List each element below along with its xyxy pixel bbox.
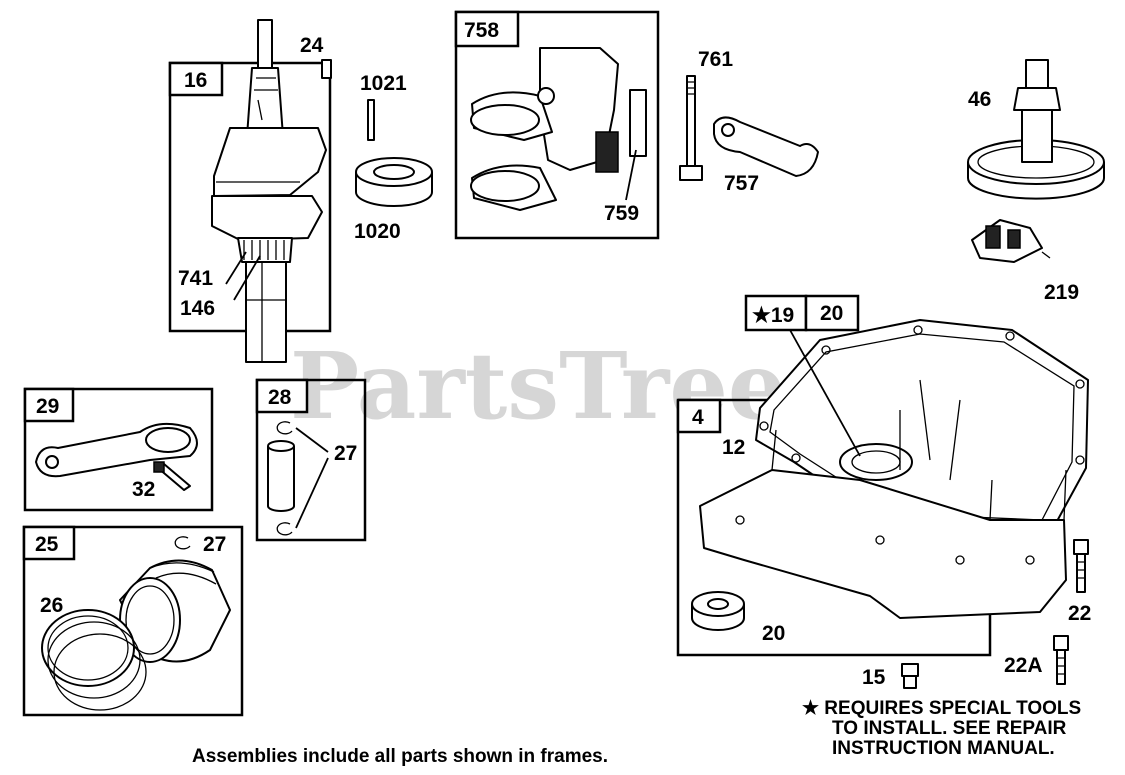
drain-plug-part-15[interactable] [901, 663, 919, 689]
assemblies-note: Assemblies include all parts shown in fr… [192, 746, 608, 767]
label-1021: 1021 [360, 72, 407, 95]
special-tools-note-line-3: INSTRUCTION MANUAL. [832, 738, 1055, 759]
frame-tag-4: 4 [692, 406, 704, 429]
label-46: 46 [968, 88, 991, 111]
label-757: 757 [724, 172, 759, 195]
label-32: 32 [132, 478, 155, 501]
crankcase-cover-part[interactable] [699, 379, 1067, 619]
label-22a: 22A [1004, 654, 1043, 677]
frame-tag-19: ★19 [752, 304, 794, 327]
gear-part-1020[interactable] [355, 157, 433, 207]
balancer-part[interactable] [470, 47, 619, 211]
pin-part-759[interactable] [629, 89, 647, 157]
special-tools-note-line-2: TO INSTALL. SEE REPAIR [832, 718, 1067, 739]
balancer-assembly-frame[interactable]: 758 [454, 10, 660, 240]
label-741: 741 [178, 267, 213, 290]
frame-tag-16: 16 [184, 69, 207, 92]
frame-tag-28: 28 [268, 386, 292, 409]
retainer-clip-lower[interactable] [276, 522, 293, 536]
link-part-757[interactable] [713, 116, 819, 177]
camshaft-part-46[interactable] [967, 59, 1105, 200]
label-759: 759 [604, 202, 639, 225]
label-27-piston: 27 [203, 533, 226, 556]
piston-pin-part[interactable] [267, 440, 295, 512]
label-12: 12 [722, 436, 745, 459]
crankshaft-part[interactable] [211, 19, 327, 363]
connecting-rod-assembly-frame[interactable]: 29 [23, 387, 214, 512]
frame-tag-29: 29 [36, 395, 59, 418]
label-146: 146 [180, 297, 215, 320]
crankcase-cover-frame[interactable]: 4 [676, 398, 992, 657]
retainer-clip-upper[interactable] [276, 421, 293, 435]
label-20: 20 [762, 622, 785, 645]
label-1020: 1020 [354, 220, 401, 243]
frame-tag-20: 20 [820, 302, 843, 325]
special-tool-tag[interactable]: ★19 20 [744, 294, 860, 332]
label-27-pin: 27 [334, 442, 357, 465]
connecting-rod-part[interactable] [35, 422, 198, 478]
label-22: 22 [1068, 602, 1091, 625]
label-761: 761 [698, 48, 733, 71]
label-15: 15 [862, 666, 886, 689]
bolt-part-32[interactable] [153, 461, 191, 491]
bolt-part-22[interactable] [1073, 539, 1089, 593]
key-part-24[interactable] [321, 59, 332, 79]
piston-rings-part-26[interactable] [41, 609, 147, 711]
piston-pin-assembly-frame[interactable]: 28 [255, 378, 367, 542]
piston-assembly-frame[interactable]: 25 [22, 525, 244, 717]
governor-part-219[interactable] [971, 219, 1051, 263]
oil-seal-part-20[interactable] [691, 591, 745, 631]
label-219: 219 [1044, 281, 1079, 304]
piston-part[interactable] [119, 559, 231, 663]
frame-tag-25: 25 [35, 533, 59, 556]
frame-tag-758: 758 [464, 19, 499, 42]
pin-part-1021[interactable] [367, 99, 375, 141]
bolt-part-22a[interactable] [1053, 635, 1069, 685]
label-26: 26 [40, 594, 63, 617]
label-24: 24 [300, 34, 324, 57]
retainer-clip-27[interactable] [174, 536, 191, 550]
special-tools-note-line-1: ★ REQUIRES SPECIAL TOOLS [802, 698, 1081, 719]
bolt-part-761[interactable] [679, 75, 703, 181]
